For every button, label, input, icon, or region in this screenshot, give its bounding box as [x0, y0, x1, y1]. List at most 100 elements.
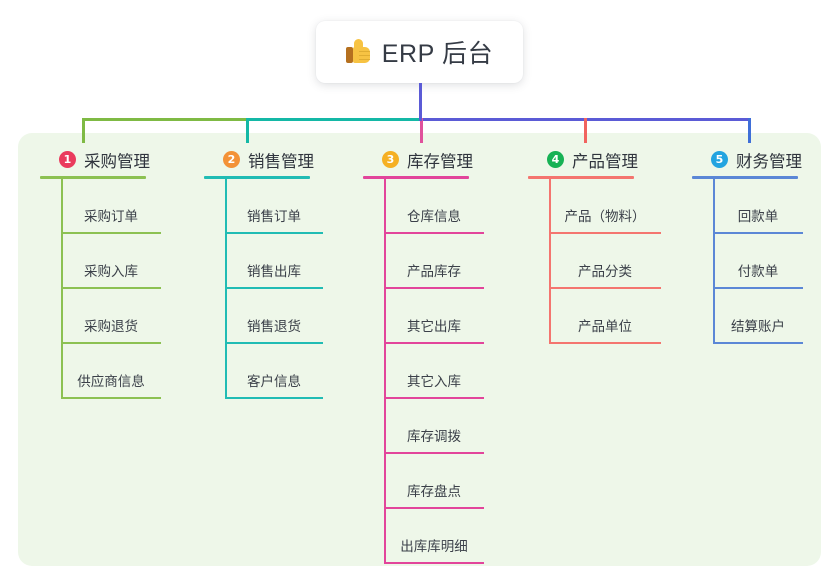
leaf-label: 付款单	[737, 264, 779, 279]
leaf-rule	[384, 232, 484, 234]
leaf-node[interactable]: 付款单	[713, 234, 803, 289]
leaf-node[interactable]: 产品（物料）	[549, 179, 661, 234]
root-node[interactable]: ERP 后台	[316, 21, 523, 83]
branch-spine	[713, 179, 715, 344]
leaf-label: 采购入库	[84, 264, 138, 279]
leaf-node[interactable]: 结算账户	[713, 289, 803, 344]
leaf-node[interactable]: 销售订单	[225, 179, 323, 234]
branches-panel	[18, 133, 821, 566]
leaf-node[interactable]: 采购订单	[61, 179, 161, 234]
leaf-node[interactable]: 出库库明细	[384, 509, 484, 564]
connector-bar-teal	[246, 118, 423, 121]
branch-title: 采购管理	[84, 152, 150, 171]
leaf-rule	[549, 342, 661, 344]
leaf-label: 产品单位	[578, 319, 632, 334]
leaf-rule	[549, 287, 661, 289]
leaf-rule	[384, 342, 484, 344]
branch-title: 库存管理	[407, 152, 473, 171]
connector-root-trunk	[419, 83, 422, 121]
leaf-label: 采购订单	[84, 209, 138, 224]
leaf-node[interactable]: 供应商信息	[61, 344, 161, 399]
leaf-rule	[384, 452, 484, 454]
leaf-node[interactable]: 回款单	[713, 179, 803, 234]
branch-header-rule	[40, 176, 146, 179]
leaf-label: 供应商信息	[77, 374, 145, 389]
leaf-rule	[225, 397, 323, 399]
branch-header-销售管理[interactable]: 2 销售管理	[204, 143, 314, 176]
leaf-label: 其它出库	[407, 319, 461, 334]
leaf-node[interactable]: 库存盘点	[384, 454, 484, 509]
branch-number-badge: 1	[59, 151, 76, 168]
leaf-label: 其它入库	[407, 374, 461, 389]
leaf-rule	[384, 562, 484, 564]
leaf-node[interactable]: 其它出库	[384, 289, 484, 344]
connector-stub-2	[246, 118, 249, 143]
branch-column-财务管理: 5 财务管理回款单付款单结算账户	[692, 143, 803, 344]
branch-column-销售管理: 2 销售管理销售订单销售出库销售退货客户信息	[204, 143, 323, 399]
leaf-label: 库存盘点	[407, 484, 461, 499]
leaf-label: 销售退货	[247, 319, 301, 334]
branch-header-rule	[363, 176, 469, 179]
leaf-label: 产品分类	[578, 264, 632, 279]
leaf-label: 产品库存	[407, 264, 461, 279]
leaf-rule	[61, 397, 161, 399]
connector-stub-5	[748, 118, 751, 143]
leaf-node[interactable]: 库存调拨	[384, 399, 484, 454]
leaf-node[interactable]: 仓库信息	[384, 179, 484, 234]
thumbs-up-icon	[345, 38, 371, 68]
leaf-rule	[61, 232, 161, 234]
leaf-label: 结算账户	[731, 319, 785, 334]
leaf-rule	[225, 342, 323, 344]
leaf-rule	[549, 232, 661, 234]
leaf-node[interactable]: 销售退货	[225, 289, 323, 344]
branch-header-库存管理[interactable]: 3 库存管理	[363, 143, 473, 176]
branch-title: 财务管理	[736, 152, 802, 171]
leaf-rule	[225, 232, 323, 234]
leaf-node[interactable]: 采购入库	[61, 234, 161, 289]
leaf-label: 仓库信息	[407, 209, 461, 224]
leaf-label: 客户信息	[247, 374, 301, 389]
root-title: ERP 后台	[381, 40, 494, 68]
leaf-node[interactable]: 客户信息	[225, 344, 323, 399]
leaf-rule	[61, 287, 161, 289]
leaf-node[interactable]: 产品分类	[549, 234, 661, 289]
branch-number-badge: 3	[382, 151, 399, 168]
connector-stub-3	[420, 118, 423, 143]
branch-spine	[225, 179, 227, 399]
connector-stub-4	[584, 118, 587, 143]
leaf-node[interactable]: 采购退货	[61, 289, 161, 344]
leaf-node[interactable]: 销售出库	[225, 234, 323, 289]
leaf-rule	[384, 287, 484, 289]
branch-spine	[549, 179, 551, 344]
branch-column-采购管理: 1 采购管理采购订单采购入库采购退货供应商信息	[40, 143, 161, 399]
leaf-label: 库存调拨	[407, 429, 461, 444]
leaf-rule	[713, 342, 803, 344]
leaf-label: 销售订单	[247, 209, 301, 224]
leaf-rule	[61, 342, 161, 344]
leaf-rule	[225, 287, 323, 289]
branch-number-badge: 5	[711, 151, 728, 168]
leaf-node[interactable]: 产品库存	[384, 234, 484, 289]
branch-header-rule	[692, 176, 798, 179]
branch-number-badge: 4	[547, 151, 564, 168]
branch-header-rule	[528, 176, 634, 179]
branch-header-采购管理[interactable]: 1 采购管理	[40, 143, 150, 176]
leaf-rule	[384, 397, 484, 399]
leaf-label: 回款单	[737, 209, 779, 224]
branch-number-badge: 2	[223, 151, 240, 168]
leaf-label: 采购退货	[84, 319, 138, 334]
leaf-rule	[384, 507, 484, 509]
connector-bar-green	[82, 118, 249, 121]
branch-column-库存管理: 3 库存管理仓库信息产品库存其它出库其它入库库存调拨库存盘点出库库明细	[363, 143, 484, 564]
branch-spine	[384, 179, 386, 564]
leaf-label: 销售出库	[247, 264, 301, 279]
leaf-rule	[713, 287, 803, 289]
leaf-node[interactable]: 产品单位	[549, 289, 661, 344]
branch-spine	[61, 179, 63, 399]
branch-header-rule	[204, 176, 310, 179]
branch-header-财务管理[interactable]: 5 财务管理	[692, 143, 802, 176]
branch-title: 销售管理	[248, 152, 314, 171]
leaf-node[interactable]: 其它入库	[384, 344, 484, 399]
